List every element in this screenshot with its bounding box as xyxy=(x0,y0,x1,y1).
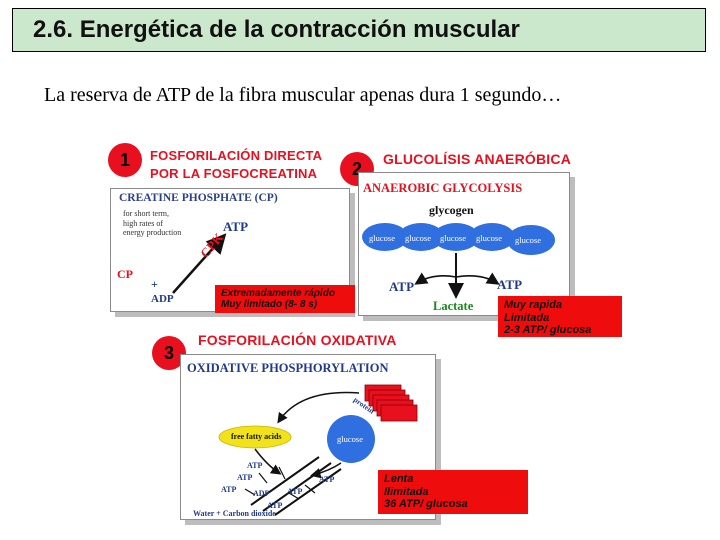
glycogen-label: glycogen xyxy=(429,203,474,217)
speed-line: Lenta xyxy=(384,473,414,485)
water-carbon-dioxide-label: Water + Carbon dioxide xyxy=(193,509,276,518)
note-line: energy production xyxy=(123,228,182,237)
section1-speed-box: Extremadamente rápido Muy limitado (8- 8… xyxy=(215,285,355,313)
slide-subtitle: La reserva de ATP de la fibra muscular a… xyxy=(44,84,562,106)
section2-speed-box: Muy rapida Limitada 2-3 ATP/ glucosa xyxy=(498,296,622,337)
atp-label: ATP xyxy=(221,485,237,494)
oxidative-diagram xyxy=(218,384,418,516)
creatine-phosphate-panel: CREATINE PHOSPHATE (CP) for short term, … xyxy=(110,188,355,313)
section2-atp-right: ATP xyxy=(497,277,523,292)
section1-heading-line2: POR LA FOSFOCREATINA xyxy=(150,166,318,181)
atp-label: ATP xyxy=(267,501,283,510)
glucose-label: glucose xyxy=(440,233,466,243)
yield-line: 36 ATP/ glucosa xyxy=(384,498,468,510)
section1-heading: FOSFORILACIÓN DIRECTA POR LA FOSFOCREATI… xyxy=(150,148,322,182)
section2-atp-left: ATP xyxy=(389,279,415,294)
creatine-phosphate-title: CREATINE PHOSPHATE (CP) xyxy=(119,192,278,204)
cp-label: CP xyxy=(117,267,133,281)
cp-reaction-arrow xyxy=(172,233,227,294)
note-line: high rates of xyxy=(123,218,163,228)
section3-speed-box: Lenta Ilimitada 36 ATP/ glucosa xyxy=(378,470,528,514)
section1-atp-label: ATP xyxy=(223,219,249,234)
adp-label: ADP xyxy=(253,489,270,498)
capacity-line: Muy limitado (8- 8 s) xyxy=(221,299,318,310)
free-fatty-acids-label: free fatty acids xyxy=(231,432,282,441)
atp-label: ATP xyxy=(287,487,303,496)
glucose-molecule xyxy=(433,223,479,251)
glucose-label: glucose xyxy=(369,233,395,243)
glucose-label: glucose xyxy=(515,235,541,245)
plus-sign: + xyxy=(151,277,158,291)
section1-number-badge: 1 xyxy=(108,143,142,177)
oxidative-phosphorylation-panel: OXIDATIVE PHOSPHORYLATION protein xyxy=(180,354,436,520)
yield-line: 2-3 ATP/ glucosa xyxy=(504,324,592,336)
short-term-note: for short term, high rates of energy pro… xyxy=(123,209,181,238)
glucose-molecule xyxy=(469,223,515,251)
adp-label: ADP xyxy=(151,293,174,305)
speed-line: Extremadamente rápido xyxy=(221,288,335,299)
capacity-line: Limitada xyxy=(504,311,550,324)
atp-label: ATP xyxy=(319,475,335,484)
glucose-molecule xyxy=(362,223,408,251)
atp-label: ATP xyxy=(247,461,263,470)
capacity-line: Ilimitada xyxy=(384,485,429,498)
speed-line: Muy rapida xyxy=(504,299,563,311)
section1-heading-line1: FOSFORILACIÓN DIRECTA xyxy=(150,148,323,163)
slide-title: 2.6. Energética de la contracción muscul… xyxy=(12,8,706,52)
lactate-label: Lactate xyxy=(433,299,474,313)
glucose-label: glucose xyxy=(405,233,431,243)
glycolysis-diagram xyxy=(362,223,555,299)
section2-heading: GLUCOLÍSIS ANAERÓBICA xyxy=(383,151,572,167)
glucose-molecule xyxy=(398,223,444,251)
glucose-label: glucose xyxy=(476,233,502,243)
glucose-molecule xyxy=(507,225,555,255)
atp-label: ATP xyxy=(237,473,253,482)
oxidative-phosphorylation-title: OXIDATIVE PHOSPHORYLATION xyxy=(187,361,389,375)
note-line: for short term, xyxy=(123,209,169,218)
anaerobic-glycolysis-panel: ANAEROBIC GLYCOLYSIS glycogen glucose gl… xyxy=(358,172,570,316)
section3-heading: FOSFORILACIÓN OXIDATIVA xyxy=(198,332,397,348)
section3-glucose-label: glucose xyxy=(337,434,363,444)
anaerobic-glycolysis-title: ANAEROBIC GLYCOLYSIS xyxy=(363,181,523,195)
